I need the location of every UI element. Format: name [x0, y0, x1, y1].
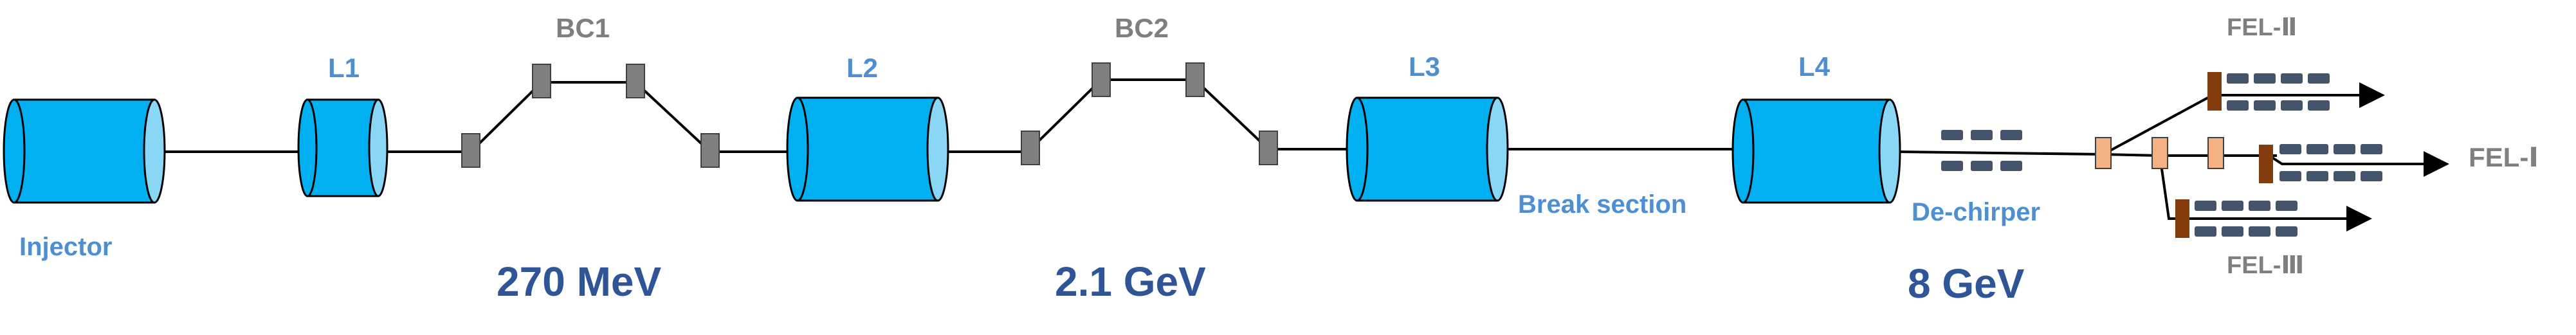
bc2-dipoles: [1021, 62, 1278, 165]
fel2-undulator: [2207, 72, 2330, 111]
l1-label: L1: [328, 53, 360, 83]
l2-label: L2: [846, 53, 878, 83]
bc1-dipoles: [461, 64, 720, 168]
fel3-label: FEL-Ⅲ: [2227, 252, 2304, 279]
linac-l4-cylinder: [1731, 98, 1901, 204]
main-beamline: [158, 78, 2160, 157]
bc2-label: BC2: [1115, 13, 1169, 43]
spreader-kickers: [2095, 137, 2224, 169]
injector-cylinder: [3, 98, 166, 204]
linac-l1-cylinder: [297, 98, 388, 197]
l3-label: L3: [1409, 51, 1440, 82]
fel3-undulator: [2175, 199, 2297, 238]
energy-after-bc2: 2.1 GeV: [1055, 258, 1206, 305]
energy-after-bc1: 270 MeV: [497, 258, 661, 305]
break-section-label: Break section: [1518, 190, 1686, 219]
fel2-label: FEL-Ⅱ: [2227, 14, 2297, 41]
dechirper-plates: [1941, 130, 2022, 171]
injector-label: Injector: [19, 233, 112, 261]
l4-label: L4: [1798, 51, 1831, 82]
fel1-undulator: [2259, 144, 2382, 183]
dechirper-label: De-chirper: [1912, 198, 2040, 226]
energy-final: 8 GeV: [1908, 260, 2025, 307]
linac-l2-cylinder: [786, 96, 949, 202]
bc1-label: BC1: [556, 13, 610, 43]
linac-l3-cylinder: [1346, 96, 1509, 202]
fel1-label: FEL-Ⅰ: [2469, 142, 2539, 172]
